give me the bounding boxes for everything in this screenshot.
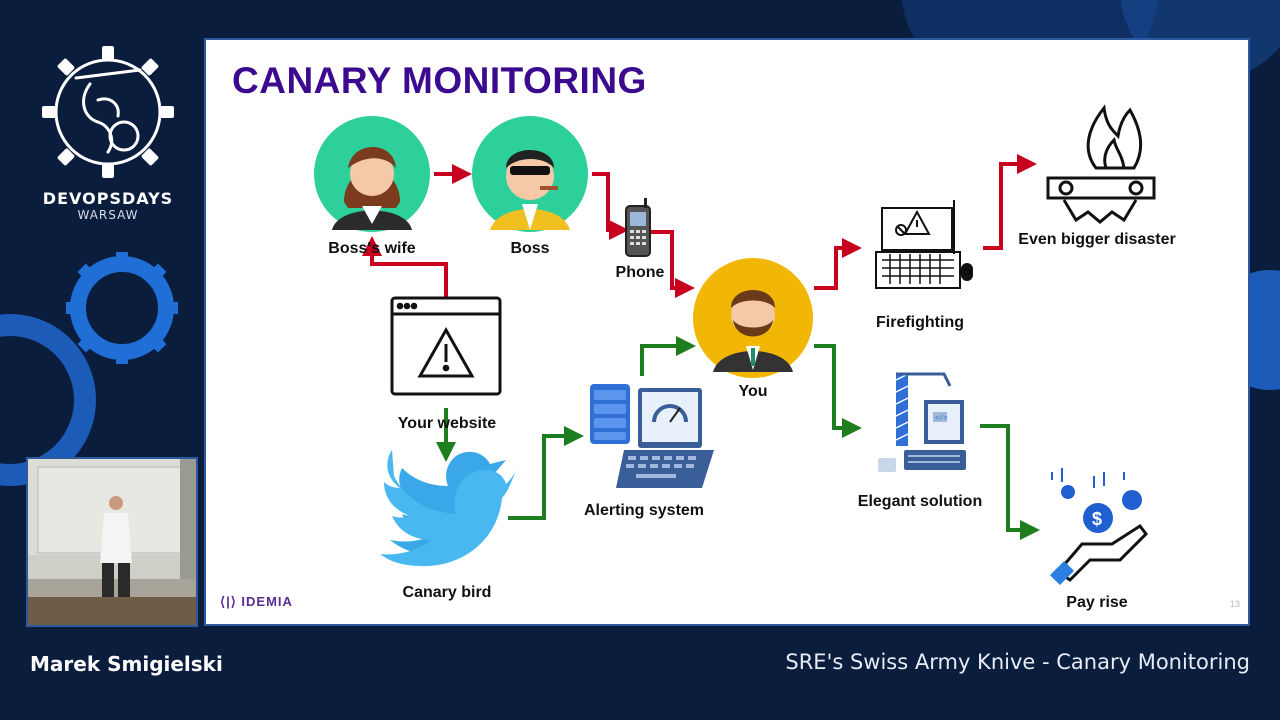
speaker-camera-feed bbox=[26, 457, 198, 627]
node-label-phone: Phone bbox=[615, 264, 665, 281]
event-branding: DEVOPSDAYS WARSAW bbox=[28, 40, 188, 222]
arrow-website-to-wife bbox=[362, 236, 448, 298]
canary-monitoring-diagram: </> $ bbox=[314, 104, 1156, 586]
node-label-bigger-disaster: Even bigger disaster bbox=[1018, 231, 1176, 248]
svg-text:$: $ bbox=[1092, 509, 1102, 529]
arrow-canary-to-alerting bbox=[508, 426, 584, 520]
slide-title: CANARY MONITORING bbox=[232, 60, 647, 101]
node-label-canary: Canary bird bbox=[402, 584, 492, 601]
website-warning-icon bbox=[390, 296, 502, 396]
talk-title: SRE's Swiss Army Knive - Canary Monitori… bbox=[785, 650, 1250, 674]
boss-wife-avatar-icon bbox=[314, 116, 430, 232]
event-city: WARSAW bbox=[77, 208, 139, 222]
elegant-solution-icon: </> bbox=[878, 372, 966, 472]
idemia-logo: ⟨|⟩ IDEMIA bbox=[220, 594, 293, 610]
node-label-alerting: Alerting system bbox=[583, 502, 705, 519]
presentation-slide: CANARY MONITORING bbox=[204, 38, 1250, 626]
node-label-you: You bbox=[738, 383, 768, 400]
boss-avatar-icon bbox=[472, 116, 588, 232]
disaster-fire-icon bbox=[1046, 104, 1156, 224]
arrow-you-to-elegant bbox=[814, 344, 862, 438]
monitoring-arrows bbox=[436, 336, 1040, 540]
node-label-boss-wife: Boss's wife bbox=[328, 240, 416, 257]
arrow-elegant-to-payrise bbox=[980, 424, 1040, 540]
speaker-video-image bbox=[28, 459, 196, 625]
firefighting-computer-icon bbox=[875, 200, 973, 289]
you-avatar-icon bbox=[693, 258, 813, 378]
idemia-logo-text: IDEMIA bbox=[241, 594, 293, 609]
escalation-arrows bbox=[362, 154, 1037, 298]
canary-bird-icon bbox=[380, 450, 518, 567]
idemia-glyph-icon: ⟨|⟩ bbox=[220, 594, 242, 609]
event-name: DEVOPSDAYS bbox=[42, 189, 174, 208]
arrow-boss-to-phone bbox=[592, 172, 629, 240]
arrow-phone-to-you bbox=[646, 230, 695, 298]
node-label-firefighting: Firefighting bbox=[876, 314, 964, 331]
speaker-name: Marek Smigielski bbox=[30, 652, 223, 676]
devopsdays-gear-logo-icon bbox=[42, 46, 174, 178]
pay-rise-icon: $ bbox=[1049, 468, 1148, 586]
svg-text:</>: </> bbox=[935, 415, 948, 423]
arrow-alerting-to-you bbox=[640, 336, 696, 376]
node-label-pay-rise: Pay rise bbox=[1066, 594, 1128, 611]
arrow-you-to-firefighting bbox=[814, 238, 862, 290]
slide-page-number: 13 bbox=[1230, 599, 1241, 609]
node-label-elegant: Elegant solution bbox=[857, 493, 983, 510]
node-label-boss: Boss bbox=[510, 240, 550, 257]
phone-icon bbox=[625, 198, 651, 257]
arrow-firefighting-to-disaster bbox=[983, 154, 1037, 250]
alerting-system-icon bbox=[590, 384, 714, 488]
node-label-website: Your website bbox=[397, 415, 497, 432]
